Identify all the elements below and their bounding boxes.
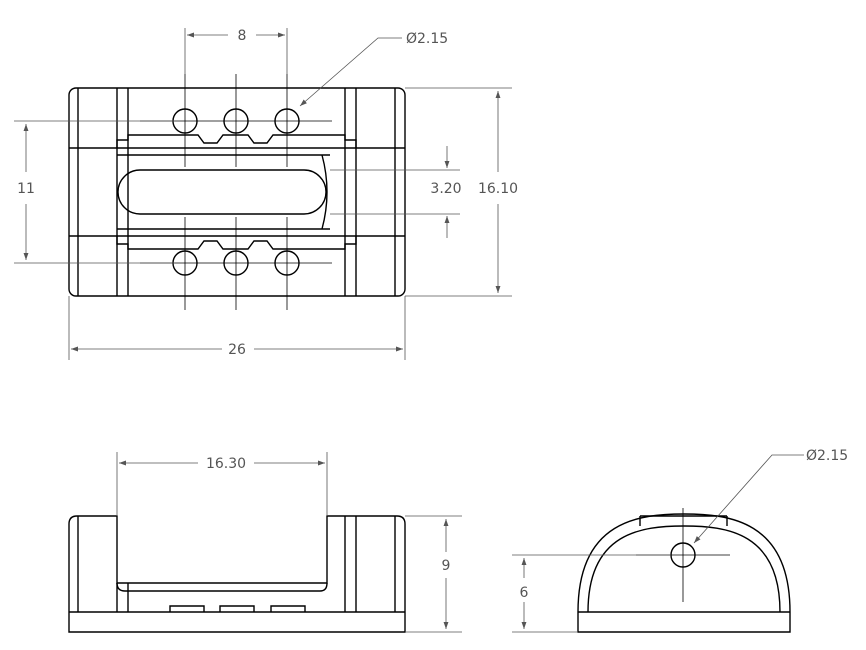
side-view-outline <box>577 513 791 633</box>
channel-end-curve <box>321 154 328 230</box>
dim-overall-length-label: 26 <box>228 342 246 358</box>
lower-channel-teeth <box>116 236 357 250</box>
front-view: 16.30 9 <box>68 452 462 633</box>
dim-hole-row-distance-label: 11 <box>17 181 35 197</box>
top-view-outline <box>68 87 406 297</box>
dim-hole-diameter-top: Ø2.15 <box>299 31 448 107</box>
dim-front-height-label: 9 <box>442 558 451 574</box>
dim-hole-diameter-side: Ø2.15 <box>693 448 848 544</box>
dim-hole-spacing: 8 <box>184 28 288 74</box>
dim-hole-row-distance: 11 <box>14 120 175 264</box>
dim-overall-height-label: 16.10 <box>478 181 518 197</box>
dim-hole-diameter-top-label: Ø2.15 <box>406 31 448 47</box>
dim-inner-width: 16.30 <box>116 452 328 516</box>
dim-hole-diameter-side-label: Ø2.15 <box>806 448 848 464</box>
dim-front-height: 9 <box>405 515 462 633</box>
upper-channel-teeth <box>116 134 357 148</box>
top-view: 8 Ø2.15 11 3.20 16.10 <box>14 28 518 360</box>
dim-hole-height: 6 <box>512 554 671 633</box>
side-view-inner-arc <box>587 525 781 613</box>
dim-slot-width-label: 3.20 <box>430 181 461 197</box>
dim-overall-length: 26 <box>68 296 406 360</box>
dim-slot-width: 3.20 <box>330 146 462 238</box>
front-view-outline <box>68 515 406 633</box>
center-slot <box>117 169 327 215</box>
dim-overall-height: 16.10 <box>405 87 518 297</box>
front-tooth-3 <box>270 605 306 612</box>
side-view: Ø2.15 6 <box>512 448 848 633</box>
dim-hole-spacing-label: 8 <box>238 28 247 44</box>
front-tooth-1 <box>169 605 205 612</box>
hole-centerlines <box>140 74 332 310</box>
dim-inner-width-label: 16.30 <box>206 456 246 472</box>
dim-hole-height-label: 6 <box>520 585 529 601</box>
front-tooth-2 <box>219 605 255 612</box>
